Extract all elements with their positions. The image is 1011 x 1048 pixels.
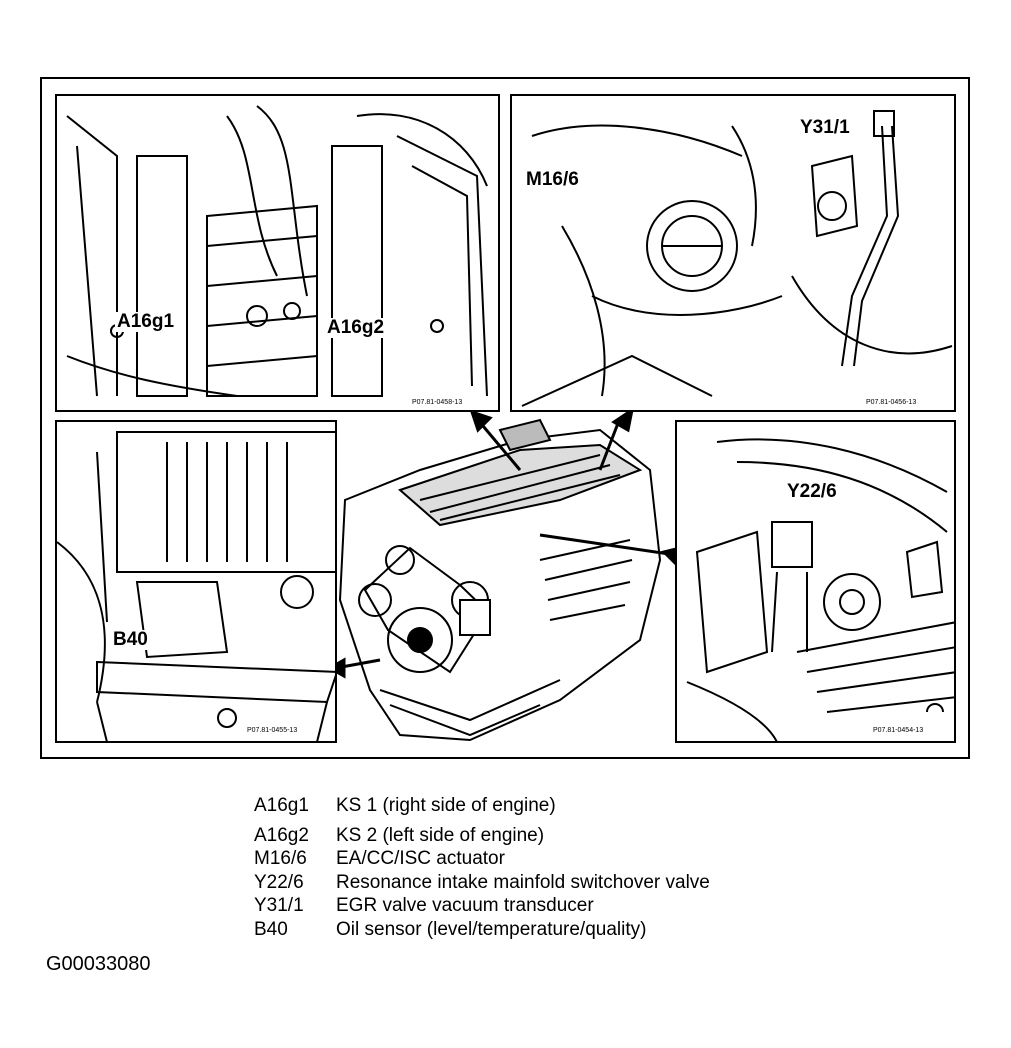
legend-description: KS 2 (left side of engine) [336,824,545,846]
callout-y22-6: Y22/6 [785,481,839,502]
figure-number: P07.81-0458-13 [412,399,463,406]
legend-row: A16g1 KS 1 (right side of engine) [254,794,814,818]
figure-number: P07.81-0456-13 [866,399,917,406]
legend-description: EGR valve vacuum transducer [336,895,594,916]
legend-code: B40 [254,918,288,940]
panel-egr-throttle: M16/6 Y31/1 P07.81-0456-13 [510,94,956,412]
throttle-body-illustration [521,110,953,407]
legend-code: A16g2 [254,824,309,846]
legend-code: Y22/6 [254,871,304,893]
legend-code: A16g1 [254,795,309,816]
panel-knock-sensors: A16g1 A16g2 P07.81-0458-13 [55,94,500,412]
oil-sensor-illustration [57,431,335,741]
callout-a16g1: A16g1 [115,311,177,332]
legend-description: KS 1 (right side of engine) [336,795,556,816]
panel-switchover-valve: Y22/6 P07.81-0454-13 [675,420,956,743]
engine-overview-illustration [326,406,683,742]
legend-row: M16/6 EA/CC/ISC actuator [254,847,814,871]
legend-description: Resonance intake mainfold switchover val… [336,871,710,893]
legend-description: Oil sensor (level/temperature/quality) [336,918,647,940]
callout-m16-6: M16/6 [524,169,581,190]
document-id: G00033080 [46,953,151,975]
legend-row: B40 Oil sensor (level/temperature/qualit… [254,918,814,942]
legend-row: Y31/1 EGR valve vacuum transducer [254,894,814,918]
legend-row: Y22/6 Resonance intake mainfold switchov… [254,871,814,895]
knock-sensor-illustration [66,105,488,397]
diagram-frame [40,77,970,759]
switchover-valve-illustration [686,438,954,741]
component-legend: A16g1 KS 1 (right side of engine) A16g2 … [254,794,814,941]
callout-b40: B40 [111,629,150,650]
legend-row: A16g2 KS 2 (left side of engine) [254,824,814,848]
figure-number: P07.81-0454-13 [873,727,924,734]
callout-a16g2: A16g2 [325,317,387,338]
legend-description: EA/CC/ISC actuator [336,848,505,869]
legend-code: M16/6 [254,848,307,869]
legend-code: Y31/1 [254,895,304,916]
figure-number: P07.81-0455-13 [247,727,298,734]
panel-oil-sensor: B40 P07.81-0455-13 [55,420,337,743]
callout-y31-1: Y31/1 [798,117,852,138]
